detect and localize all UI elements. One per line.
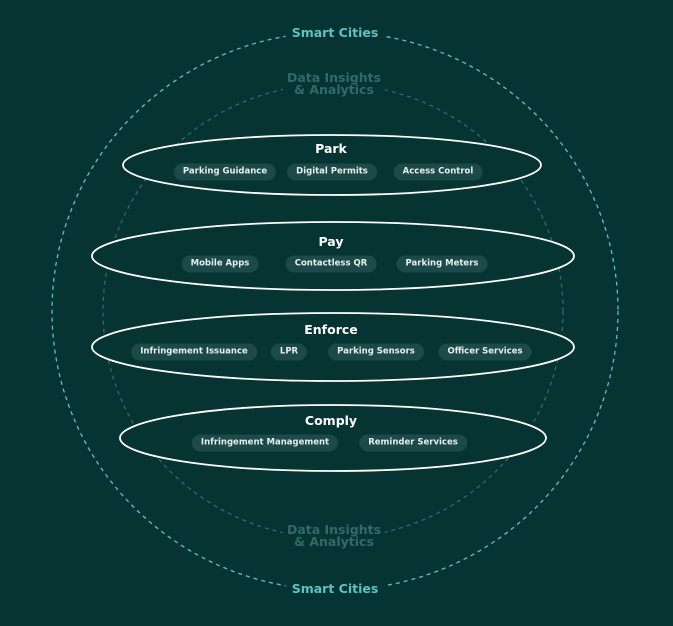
outer-ring	[51, 31, 619, 591]
layer-title-enforce: Enforce	[304, 322, 358, 337]
pill-officer-services: Officer Services	[438, 343, 532, 361]
outer-ring-label-top: Smart Cities	[285, 26, 385, 39]
pill-infringement-issuance: Infringement Issuance	[131, 343, 257, 361]
layer-title-comply: Comply	[304, 413, 358, 428]
pill-contactless-qr: Contactless QR	[285, 255, 377, 273]
inner-ring-label-line1: Data Insights	[286, 522, 382, 537]
pill-parking-guidance: Parking Guidance	[173, 163, 277, 181]
pill-reminder-services: Reminder Services	[359, 434, 467, 452]
layer-title-park: Park	[315, 141, 347, 156]
pill-parking-meters: Parking Meters	[396, 255, 488, 273]
layer-title-pay: Pay	[318, 234, 344, 249]
inner-ring	[102, 83, 564, 539]
inner-ring-label-line2: & Analytics	[294, 82, 374, 97]
outer-ring-label-bottom: Smart Cities	[285, 582, 385, 595]
inner-ring-label-top: Data Insights & Analytics	[282, 70, 386, 97]
inner-ring-label-line1: Data Insights	[286, 70, 382, 85]
pill-parking-sensors: Parking Sensors	[328, 343, 424, 361]
pill-infringement-management: Infringement Management	[191, 434, 339, 452]
pill-lpr: LPR	[270, 343, 308, 361]
pill-digital-permits: Digital Permits	[287, 163, 377, 181]
pill-access-control: Access Control	[393, 163, 483, 181]
inner-ring-label-bottom: Data Insights & Analytics	[282, 522, 386, 549]
pill-mobile-apps: Mobile Apps	[181, 255, 259, 273]
inner-ring-label-line2: & Analytics	[294, 534, 374, 549]
